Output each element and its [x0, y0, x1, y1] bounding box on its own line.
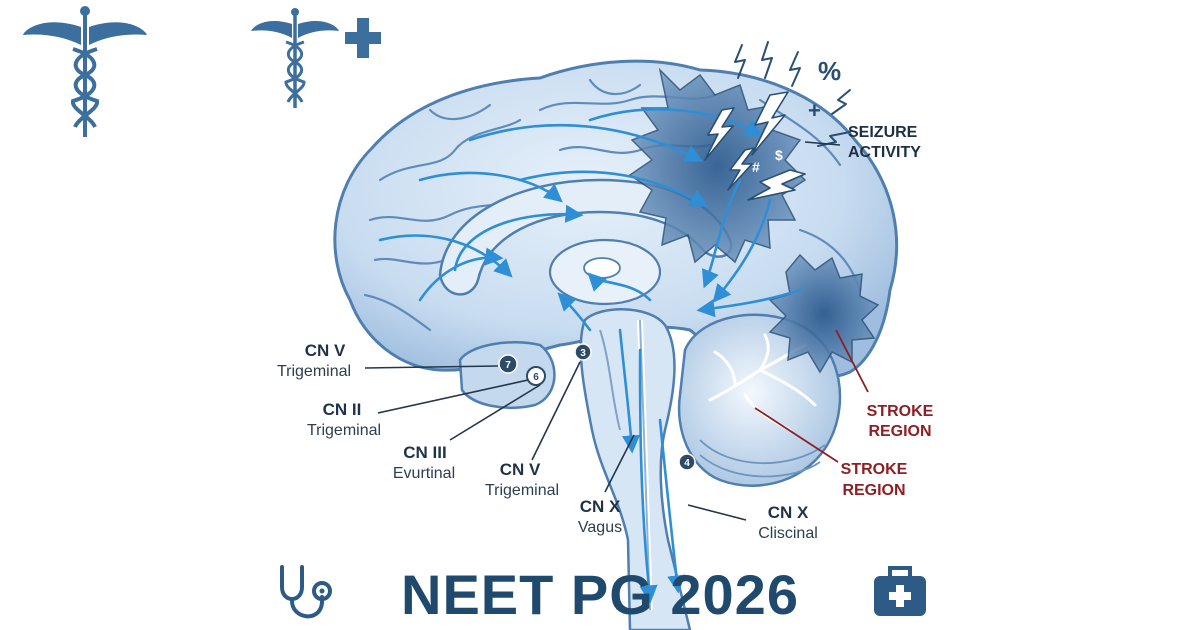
label-cn-v-left: CN V Trigeminal — [277, 341, 351, 380]
svg-text:CN III: CN III — [403, 443, 446, 462]
svg-text:Trigeminal: Trigeminal — [277, 363, 351, 380]
symbol-percent: % — [818, 56, 841, 86]
svg-text:Vagus: Vagus — [578, 519, 622, 536]
label-seizure-activity: SEIZURE ACTIVITY — [848, 124, 921, 161]
svg-text:CN V: CN V — [500, 460, 541, 479]
symbol-plus: + — [808, 98, 821, 123]
svg-text:REGION: REGION — [842, 482, 905, 499]
neural-flow-arrows — [378, 108, 802, 604]
svg-text:ACTIVITY: ACTIVITY — [848, 144, 921, 161]
svg-text:6: 6 — [533, 372, 539, 383]
label-cn-iii: CN III Evurtinal — [393, 443, 455, 482]
marker-7: 7 — [498, 354, 518, 374]
svg-text:SEIZURE: SEIZURE — [848, 124, 918, 141]
svg-text:CN II: CN II — [323, 400, 362, 419]
medical-kit-icon — [874, 566, 926, 616]
stroke-lesion — [768, 253, 880, 374]
seizure-lightning — [704, 41, 851, 201]
svg-text:Evurtinal: Evurtinal — [393, 465, 455, 482]
caduceus-icon — [23, 6, 147, 137]
marker-4: 4 — [678, 453, 696, 471]
svg-text:Trigeminal: Trigeminal — [307, 422, 381, 439]
brain-sagittal-illustration — [333, 59, 899, 630]
cerebellum — [677, 313, 842, 487]
marker-6: 6 — [526, 366, 546, 386]
label-cn-v-mid: CN V Trigeminal — [485, 460, 559, 499]
label-stroke-region-1: STROKE REGION — [867, 403, 934, 440]
svg-text:Cliscinal: Cliscinal — [758, 525, 818, 542]
svg-text:STROKE: STROKE — [867, 403, 934, 420]
symbol-dollar: $ — [775, 147, 783, 163]
footer-title: NEET PG 2026 — [401, 563, 799, 626]
label-cn-x-right: CN X Cliscinal — [758, 503, 818, 542]
svg-text:CN V: CN V — [305, 341, 346, 360]
svg-text:3: 3 — [580, 348, 586, 359]
svg-text:7: 7 — [505, 360, 511, 371]
svg-text:4: 4 — [684, 458, 690, 469]
symbol-hash: # — [752, 159, 760, 175]
caduceus-plus-icon — [251, 8, 381, 108]
stethoscope-icon — [280, 565, 332, 619]
label-cn-ii: CN II Trigeminal — [307, 400, 381, 439]
label-cn-x-vagus: CN X Vagus — [578, 497, 622, 536]
marker-3: 3 — [574, 343, 592, 361]
label-stroke-region-2: STROKE REGION — [841, 461, 908, 499]
svg-text:STROKE: STROKE — [841, 461, 908, 478]
brainstem — [579, 308, 692, 630]
svg-text:REGION: REGION — [868, 423, 931, 440]
svg-text:CN X: CN X — [768, 503, 809, 522]
svg-text:Trigeminal: Trigeminal — [485, 482, 559, 499]
svg-text:CN X: CN X — [580, 497, 621, 516]
